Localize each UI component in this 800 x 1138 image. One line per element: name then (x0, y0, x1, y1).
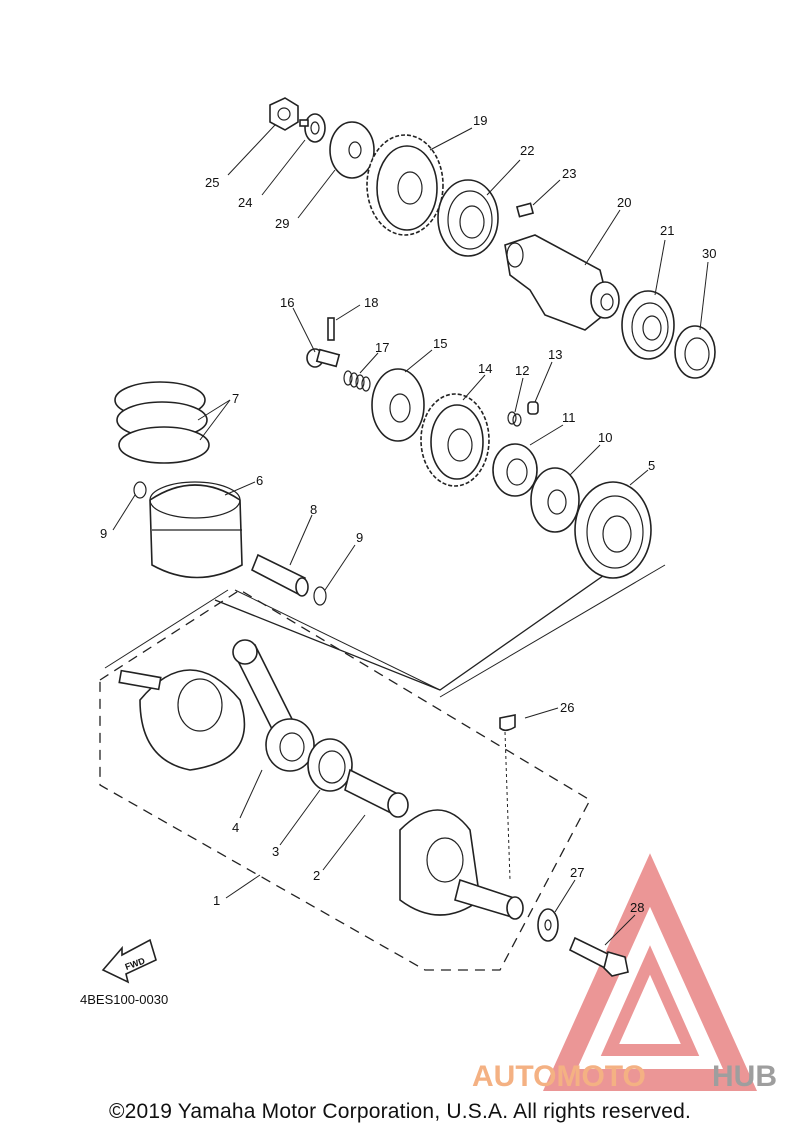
callout-28: 28 (630, 900, 644, 915)
needle-bearing-3 (307, 738, 353, 792)
callout-18: 18 (364, 295, 378, 310)
callout-5: 5 (648, 458, 655, 473)
bearing-21 (621, 290, 675, 360)
plate-10 (530, 467, 580, 533)
callout-labels: 25 24 29 19 22 23 20 21 30 16 18 17 15 1… (100, 113, 716, 915)
callout-2: 2 (313, 868, 320, 883)
callout-16: 16 (280, 295, 294, 310)
fwd-arrow-icon: FWD (101, 938, 157, 984)
callout-8: 8 (310, 502, 317, 517)
lock-washer-24 (299, 113, 326, 143)
pin-16 (306, 348, 341, 368)
callout-23: 23 (562, 166, 576, 181)
callout-25: 25 (205, 175, 219, 190)
callout-9-left: 9 (100, 526, 107, 541)
balancer-gear-19 (366, 134, 444, 236)
balancer-shaft-20 (504, 234, 620, 331)
callout-3: 3 (272, 844, 279, 859)
copyright-notice: ©2019 Yamaha Motor Corporation, U.S.A. A… (108, 1100, 692, 1123)
callout-15: 15 (433, 336, 447, 351)
callout-29: 29 (275, 216, 289, 231)
callout-19: 19 (473, 113, 487, 128)
callout-13: 13 (548, 347, 562, 362)
watermark-hub: HUB (712, 1060, 777, 1093)
callout-9-right: 9 (356, 530, 363, 545)
callout-4: 4 (232, 820, 239, 835)
callout-22: 22 (520, 143, 534, 158)
key-23 (515, 202, 535, 218)
callout-6: 6 (256, 473, 263, 488)
callout-24: 24 (238, 195, 252, 210)
clip-9-left (133, 481, 147, 499)
piston-rings-7 (114, 381, 210, 464)
clip-9-right (313, 586, 327, 606)
crank-assembly-outline (99, 589, 591, 971)
leader-lines (112, 124, 709, 946)
bearing-5 (574, 481, 652, 579)
hub-11 (492, 443, 538, 497)
diagram-code: 4BES100-0030 (80, 992, 169, 1007)
watermark-auto: AUTOMOTO (472, 1060, 646, 1093)
callout-14: 14 (478, 361, 492, 376)
bolt-28 (568, 936, 629, 977)
callout-12: 12 (515, 363, 529, 378)
callout-26: 26 (560, 700, 574, 715)
callout-10: 10 (598, 430, 612, 445)
callout-1: 1 (213, 893, 220, 908)
callout-11: 11 (562, 410, 576, 425)
nut-25 (269, 97, 299, 131)
crank-left-1 (118, 669, 246, 771)
washer-29 (329, 121, 375, 179)
spring-12 (507, 411, 522, 427)
spring-17 (343, 370, 371, 392)
bearing-22 (437, 179, 499, 257)
callout-27: 27 (570, 865, 584, 880)
watermark-logo (542, 853, 758, 1091)
plate-15 (371, 368, 425, 442)
callout-21: 21 (660, 223, 674, 238)
crank-right-1 (399, 809, 524, 920)
gear-14 (420, 393, 490, 487)
washer-27 (537, 908, 559, 942)
crank-pin-2 (344, 768, 409, 818)
bearing-30 (674, 325, 716, 379)
piston-6 (149, 481, 243, 579)
dowel-18 (327, 317, 335, 341)
callout-30: 30 (702, 246, 716, 261)
watermark-text: AUTOMOTO HUB (472, 1060, 777, 1093)
callout-20: 20 (617, 195, 631, 210)
piston-pin-8 (250, 553, 309, 597)
connecting-rod-4 (232, 639, 315, 772)
woodruff-key-26 (499, 714, 516, 732)
callout-17: 17 (375, 340, 389, 355)
pin-13 (527, 401, 539, 415)
callout-7: 7 (232, 391, 239, 406)
